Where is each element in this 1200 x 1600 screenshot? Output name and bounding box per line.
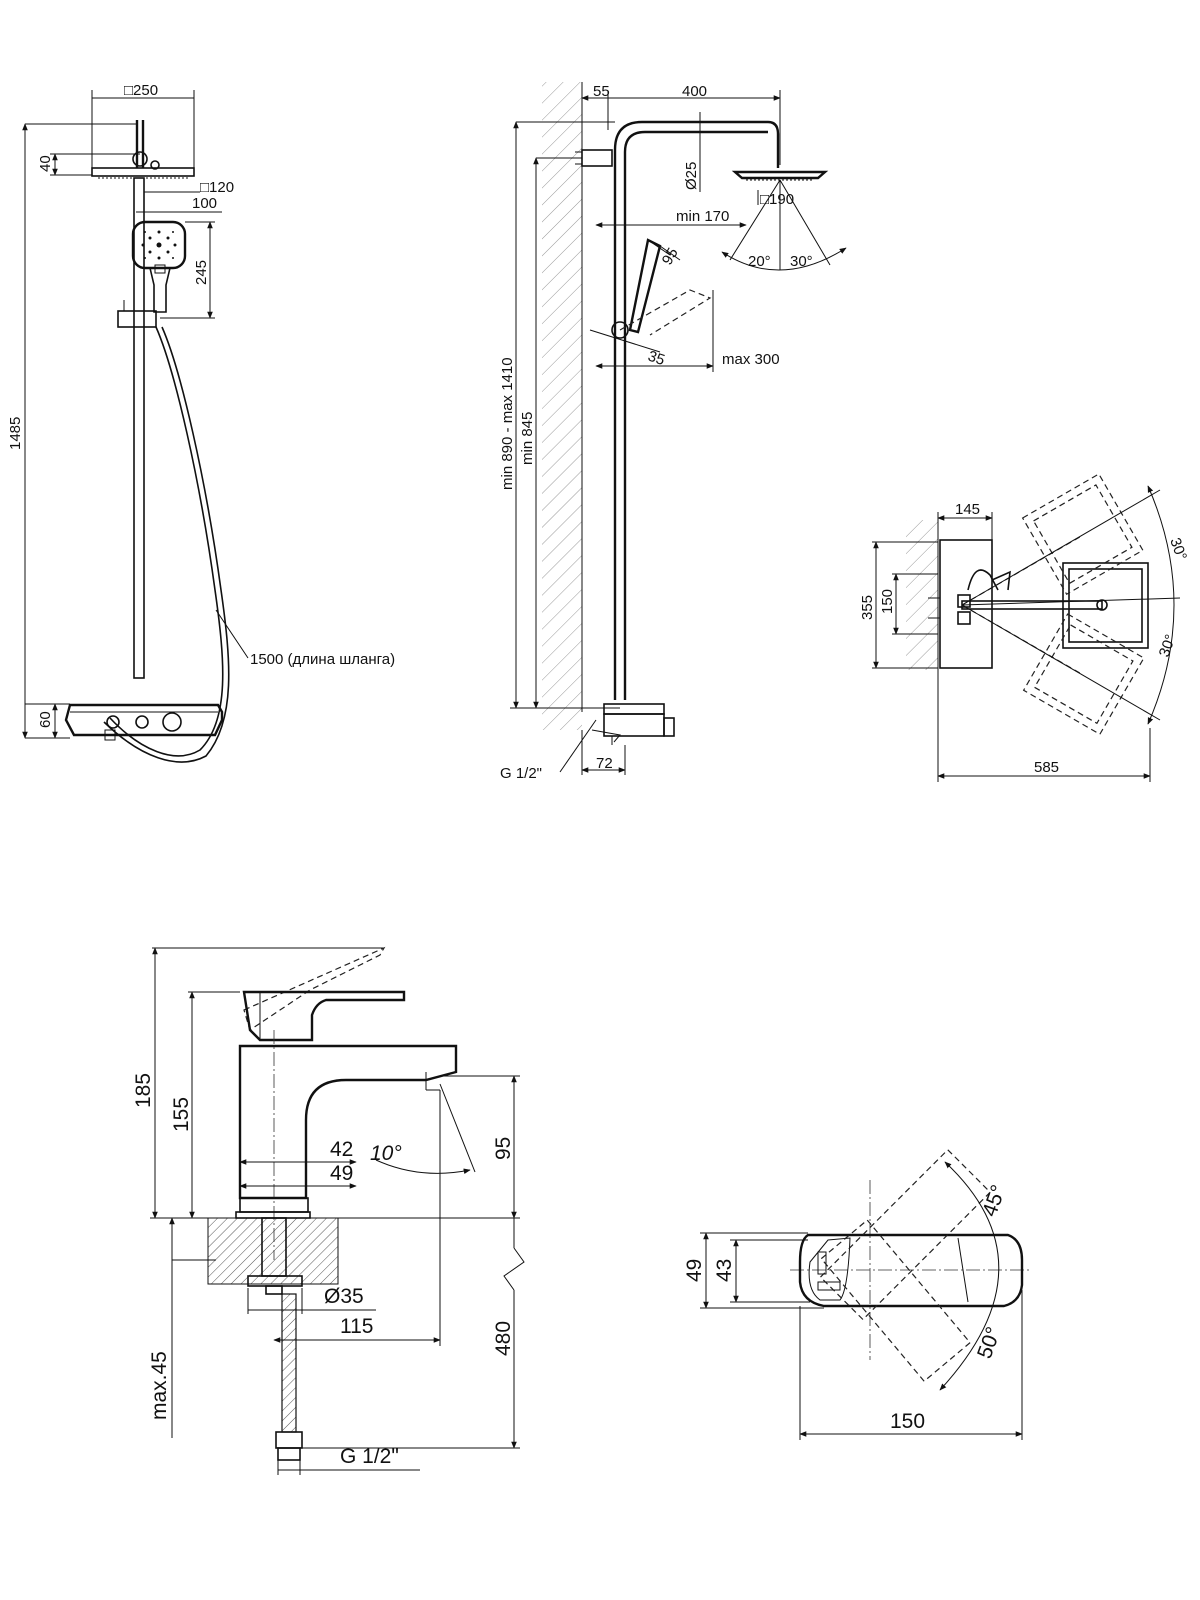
label-top-355: 355 — [859, 595, 876, 620]
shower-front-view: □250 40 □120 100 245 — [7, 82, 395, 763]
riser-pipe — [133, 177, 145, 679]
faucet-top-body — [798, 1233, 1024, 1308]
countertop-section — [207, 1217, 339, 1285]
label-hand-95: 95 — [659, 245, 682, 268]
label-head-size: □250 — [124, 82, 158, 99]
wall-hatch — [542, 82, 582, 712]
label-faucet-42: 42 — [330, 1138, 353, 1161]
side-shower-head — [731, 170, 829, 180]
label-faucet-top-49: 49 — [683, 1259, 706, 1282]
label-side-head-size: □190 — [760, 191, 794, 208]
label-range-height: min 890 - max 1410 — [499, 357, 516, 490]
slider-bracket — [117, 310, 157, 328]
label-top-585: 585 — [1034, 759, 1059, 776]
shower-side-view: 55 400 min 890 - max 1410 min 845 Ø25 □1… — [499, 82, 847, 782]
label-arm-reach: 400 — [682, 83, 707, 100]
label-faucet-115: 115 — [340, 1315, 373, 1338]
faucet-side-view: 185 155 42 49 10° 95 — [132, 946, 525, 1475]
label-top-angle-bottom: 30° — [1156, 632, 1180, 659]
label-hose-length: 1500 (длина шланга) — [250, 651, 395, 668]
side-mixer — [603, 703, 665, 715]
hand-shower-head — [131, 220, 187, 270]
label-faucet-95: 95 — [492, 1137, 515, 1160]
label-hand-head-size: □120 — [200, 179, 234, 196]
shower-hose — [109, 326, 224, 757]
label-faucet-top-43: 43 — [713, 1259, 736, 1282]
label-max-300: max 300 — [722, 351, 780, 368]
supply-hose — [281, 1293, 297, 1433]
mixer-knob-right — [135, 715, 149, 729]
label-top-150: 150 — [879, 589, 896, 614]
label-hand-height: 245 — [193, 260, 210, 285]
label-total-height: 1485 — [7, 417, 24, 450]
label-faucet-49: 49 — [330, 1162, 353, 1185]
hand-shower-handle — [149, 267, 171, 313]
label-top-angle-top: 30° — [1166, 536, 1190, 563]
top-arm — [961, 600, 1103, 610]
faucet-handle — [242, 990, 406, 1042]
label-faucet-max45: max.45 — [148, 1351, 171, 1420]
label-faucet-50: 50° — [973, 1324, 1005, 1362]
label-faucet-angle: 10° — [370, 1142, 402, 1165]
label-min-170: min 170 — [676, 208, 729, 225]
label-pipe-dia: Ø25 — [683, 162, 700, 190]
label-min-height: min 845 — [519, 412, 536, 465]
mixer-body — [64, 703, 224, 737]
label-hand-width: 100 — [192, 195, 217, 212]
label-faucet-top-150: 150 — [890, 1410, 925, 1433]
shower-top-view: 145 355 150 — [859, 473, 1190, 782]
label-head-offset: 40 — [37, 155, 54, 172]
label-base-height: 60 — [37, 711, 54, 728]
label-faucet-dia35: Ø35 — [324, 1285, 364, 1308]
label-faucet-155: 155 — [170, 1097, 193, 1132]
label-wall-gap: 55 — [593, 83, 610, 100]
mixer-knob-left — [106, 715, 120, 729]
diverter-button — [162, 712, 182, 732]
side-hand-shower — [628, 238, 662, 334]
label-side-thread: G 1/2" — [500, 765, 542, 782]
label-faucet-185: 185 — [132, 1073, 155, 1108]
label-angle-left: 20° — [748, 253, 771, 270]
overhead-shower-head — [91, 167, 195, 177]
label-top-145: 145 — [955, 501, 980, 518]
faucet-top-view: 45° 50° 49 43 150 — [683, 1148, 1030, 1440]
label-faucet-45: 45° — [978, 1182, 1010, 1220]
label-faucet-thread: G 1/2" — [340, 1445, 399, 1468]
label-angle-right: 30° — [790, 253, 813, 270]
label-faucet-480: 480 — [492, 1321, 515, 1356]
side-riser-arm — [613, 120, 780, 700]
label-spout-72: 72 — [596, 755, 613, 772]
